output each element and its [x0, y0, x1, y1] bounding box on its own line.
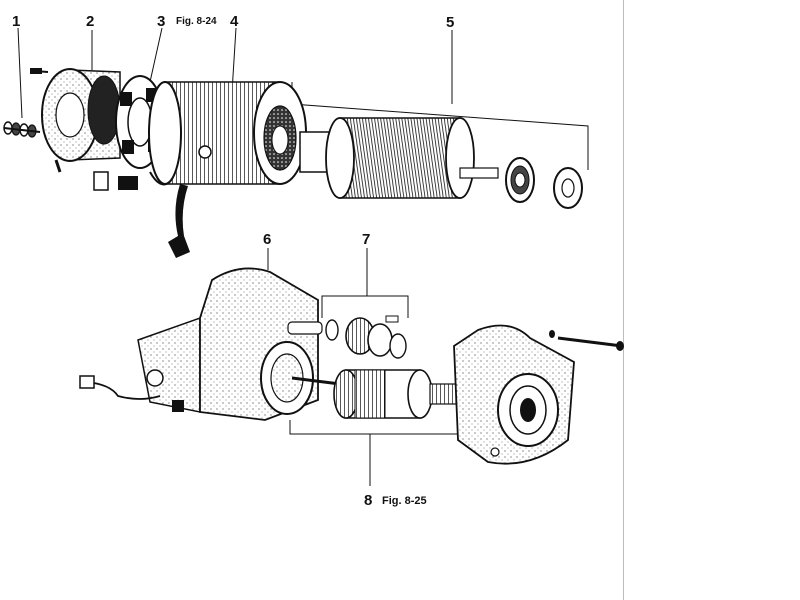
- part-7-gear-set: [325, 315, 407, 359]
- nose-housing: [453, 324, 624, 465]
- fig-label-bottom: Fig. 8-25: [382, 495, 427, 507]
- callout-4: 4: [230, 13, 239, 30]
- part-1-screws-washers: [3, 68, 49, 138]
- callout-2: 2: [86, 13, 94, 30]
- callout-5: 5: [446, 14, 454, 31]
- callout-3: 3: [157, 13, 165, 30]
- part-4-field-housing: [148, 81, 307, 258]
- part-5-armature: [299, 117, 583, 209]
- callout-6: 6: [263, 231, 271, 248]
- part-6-drive-housing: [79, 267, 341, 421]
- callout-7: 7: [362, 231, 370, 248]
- callout-8: 8: [364, 492, 372, 509]
- page-edge-line: [623, 0, 624, 600]
- part-8-drive-pinion: [333, 369, 457, 419]
- fig-label-top: Fig. 8-24: [176, 16, 217, 27]
- callout-1: 1: [12, 13, 20, 30]
- part-2-end-cap: [41, 68, 138, 191]
